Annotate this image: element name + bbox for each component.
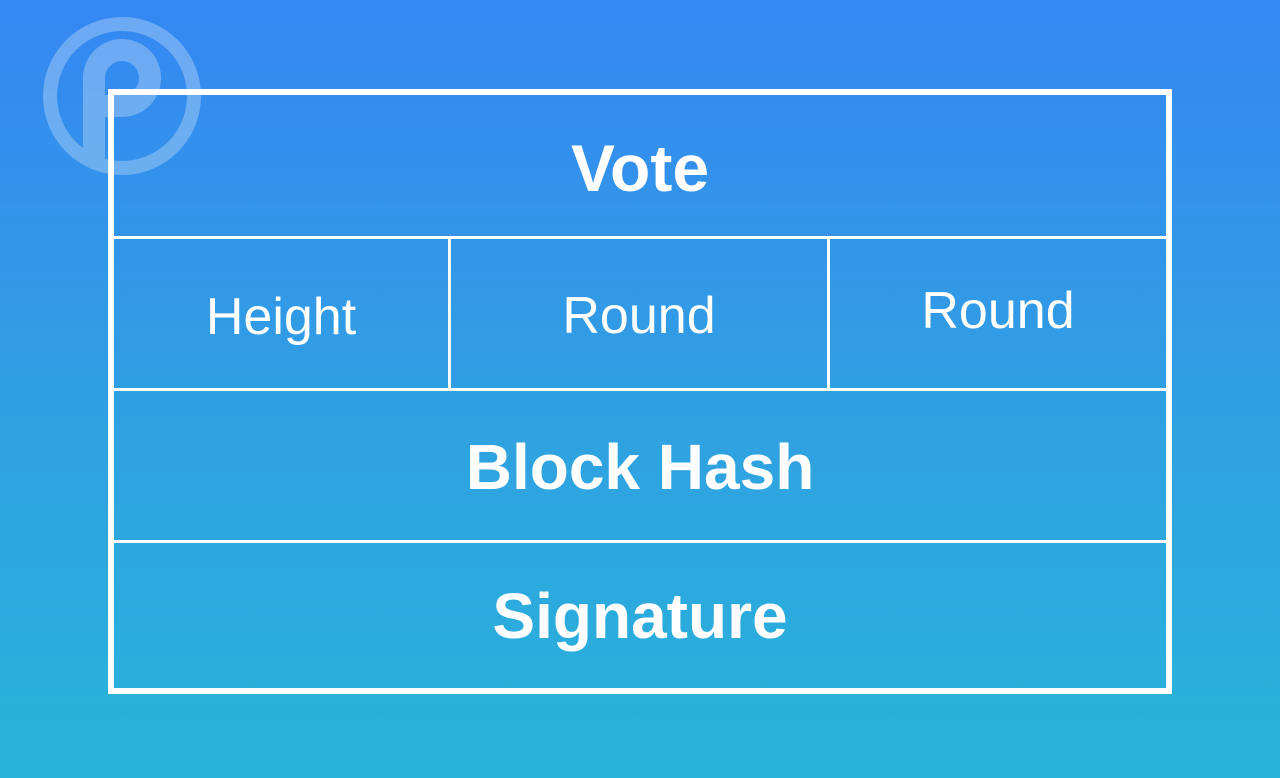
signature-field: Signature bbox=[492, 579, 788, 652]
block-hash-field: Block Hash bbox=[114, 391, 1166, 543]
vote-structure-diagram: Vote Height Round Round Block Hash Signa… bbox=[108, 89, 1172, 694]
height-field: Height bbox=[114, 239, 451, 388]
vote-fields-row: Height Round Round bbox=[114, 239, 1166, 391]
watermark-logo-icon bbox=[42, 16, 202, 176]
round-field-2: Round bbox=[921, 281, 1075, 340]
vote-title: Vote bbox=[114, 95, 1166, 239]
round-field-1: Round bbox=[451, 239, 830, 388]
